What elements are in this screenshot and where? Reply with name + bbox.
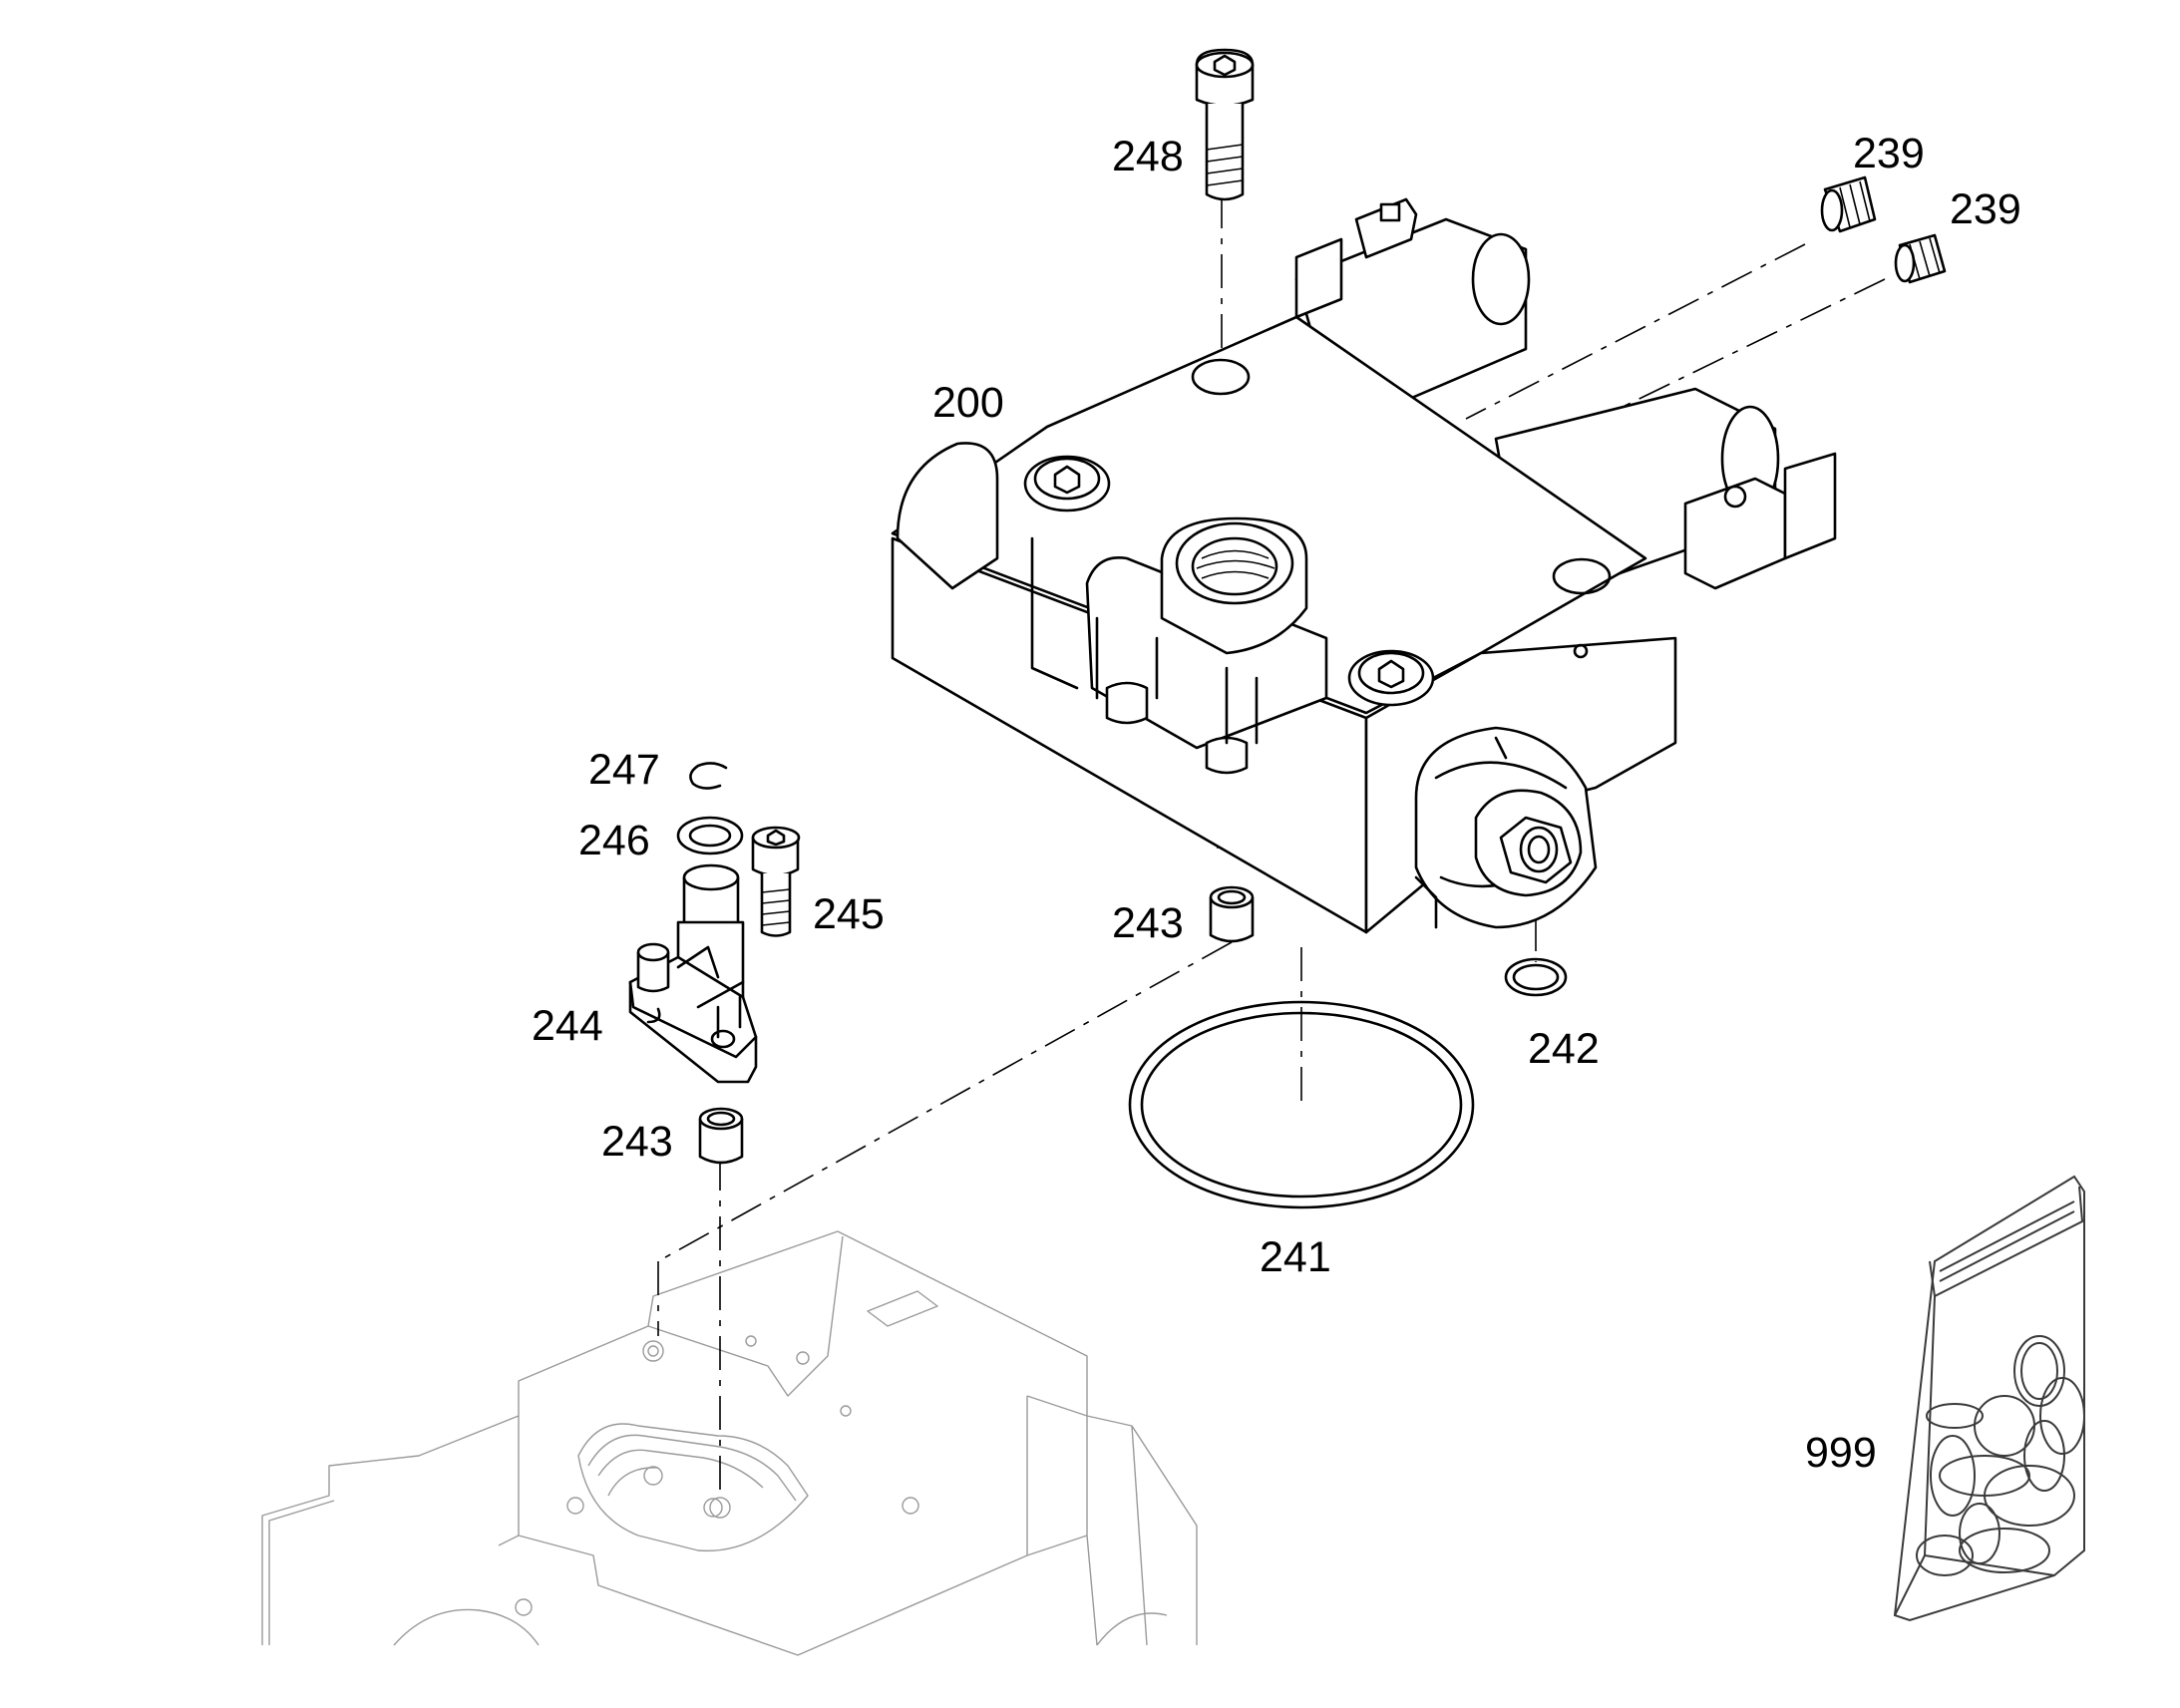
callout-243-lower: 243 — [601, 1118, 673, 1166]
part-242-seal-ring — [1504, 957, 1568, 997]
callout-200: 200 — [932, 379, 1004, 427]
part-243-sleeve — [1209, 885, 1255, 943]
callout-247: 247 — [588, 746, 660, 794]
pump-housing-outline — [261, 1230, 1198, 1656]
part-239-set-screw-2 — [1894, 233, 1947, 284]
part-239-set-screw — [1820, 175, 1877, 233]
callout-243-upper: 243 — [1112, 899, 1184, 947]
part-243-sleeve-2 — [698, 1107, 744, 1165]
callout-242: 242 — [1528, 1025, 1600, 1073]
callout-241: 241 — [1260, 1233, 1331, 1281]
part-247-snap-ring — [689, 762, 728, 790]
part-244-lever-bracket — [628, 863, 758, 1084]
callout-246: 246 — [578, 817, 650, 864]
part-248-cap-screw — [1195, 48, 1255, 201]
part-241-o-ring — [1128, 1000, 1475, 1209]
part-200-valve-block — [891, 197, 1837, 934]
callout-245: 245 — [813, 890, 885, 938]
part-246-washer — [676, 816, 744, 855]
part-999-seal-kit-bag — [1893, 1175, 2085, 1622]
callout-248: 248 — [1112, 133, 1184, 180]
callout-999: 999 — [1805, 1429, 1877, 1477]
callout-244: 244 — [532, 1002, 603, 1050]
callout-239-upper: 239 — [1853, 130, 1925, 177]
callout-239-lower: 239 — [1950, 185, 2021, 233]
part-245-cap-screw — [751, 826, 801, 937]
